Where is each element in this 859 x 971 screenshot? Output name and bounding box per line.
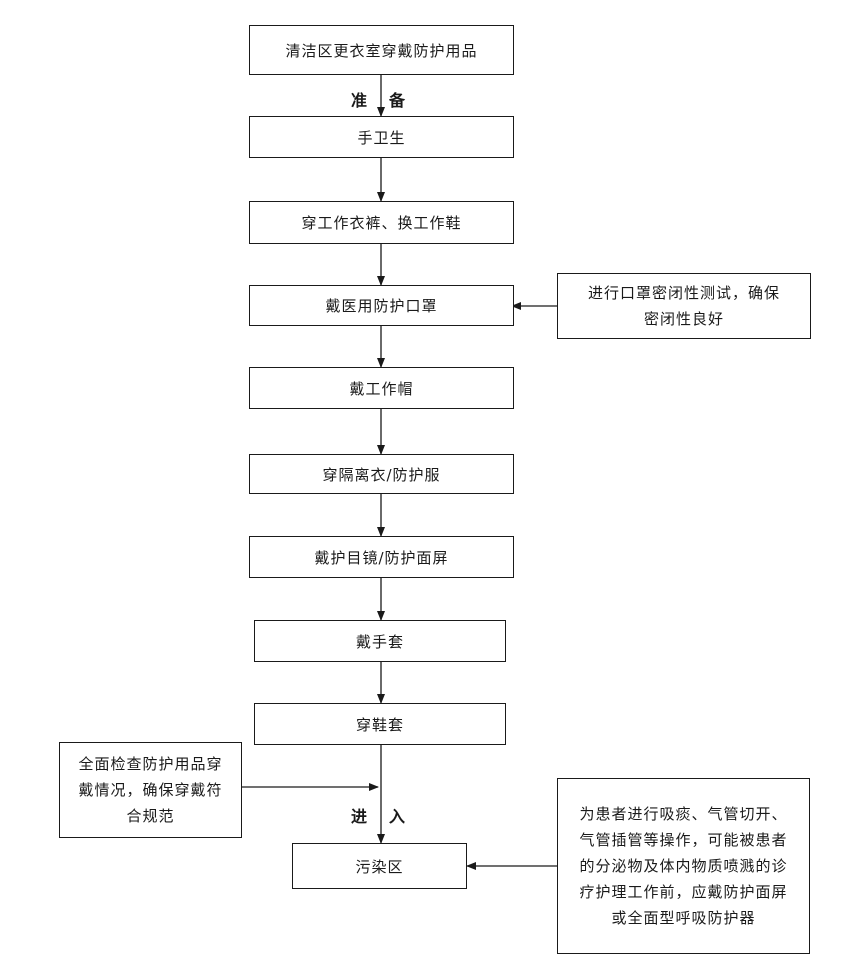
note-aerosol-line-3: 的分泌物及体内物质喷溅的诊 [579, 857, 788, 875]
note-mask-line-1: 进行口罩密闭性测试，确保 [587, 284, 780, 302]
step-work-clothes-shoes: 穿工作衣裤、换工作鞋 [249, 201, 514, 244]
note-aerosol-line-2: 气管插管等操作，可能被患者 [579, 831, 788, 849]
step-contaminated-zone: 污染区 [292, 843, 467, 889]
note-check-line-2: 戴情况，确保穿戴符 [78, 781, 223, 799]
step-changing-room: 清洁区更衣室穿戴防护用品 [249, 25, 514, 75]
step-isolation-gown: 穿隔离衣/防护服 [249, 454, 514, 494]
step-medical-mask: 戴医用防护口罩 [249, 285, 514, 326]
label-enter-right: 入 [389, 807, 407, 826]
note-aerosol-line-4: 疗护理工作前，应戴防护面屏 [579, 883, 788, 901]
label-enter-left: 进 [351, 807, 369, 826]
step-goggles-face-shield: 戴护目镜/防护面屏 [249, 536, 514, 578]
note-mask-seal-test: 进行口罩密闭性测试，确保 密闭性良好 [557, 273, 811, 339]
label-prepare-right: 备 [389, 91, 407, 110]
step-hand-hygiene: 手卫生 [249, 116, 514, 158]
step-shoe-covers: 穿鞋套 [254, 703, 506, 745]
note-check-line-1: 全面检查防护用品穿 [78, 755, 223, 773]
note-aerosol-line-1: 为患者进行吸痰、气管切开、 [579, 805, 788, 823]
note-mask-line-2: 密闭性良好 [643, 310, 724, 328]
note-aerosol-line-5: 或全面型呼吸防护器 [611, 909, 756, 927]
note-full-check: 全面检查防护用品穿 戴情况，确保穿戴符 合规范 [59, 742, 242, 838]
note-check-line-3: 合规范 [126, 807, 175, 825]
step-work-cap: 戴工作帽 [249, 367, 514, 409]
label-prepare-left: 准 [351, 91, 369, 110]
step-gloves: 戴手套 [254, 620, 506, 662]
note-aerosol-procedures: 为患者进行吸痰、气管切开、 气管插管等操作，可能被患者 的分泌物及体内物质喷溅的… [557, 778, 810, 954]
